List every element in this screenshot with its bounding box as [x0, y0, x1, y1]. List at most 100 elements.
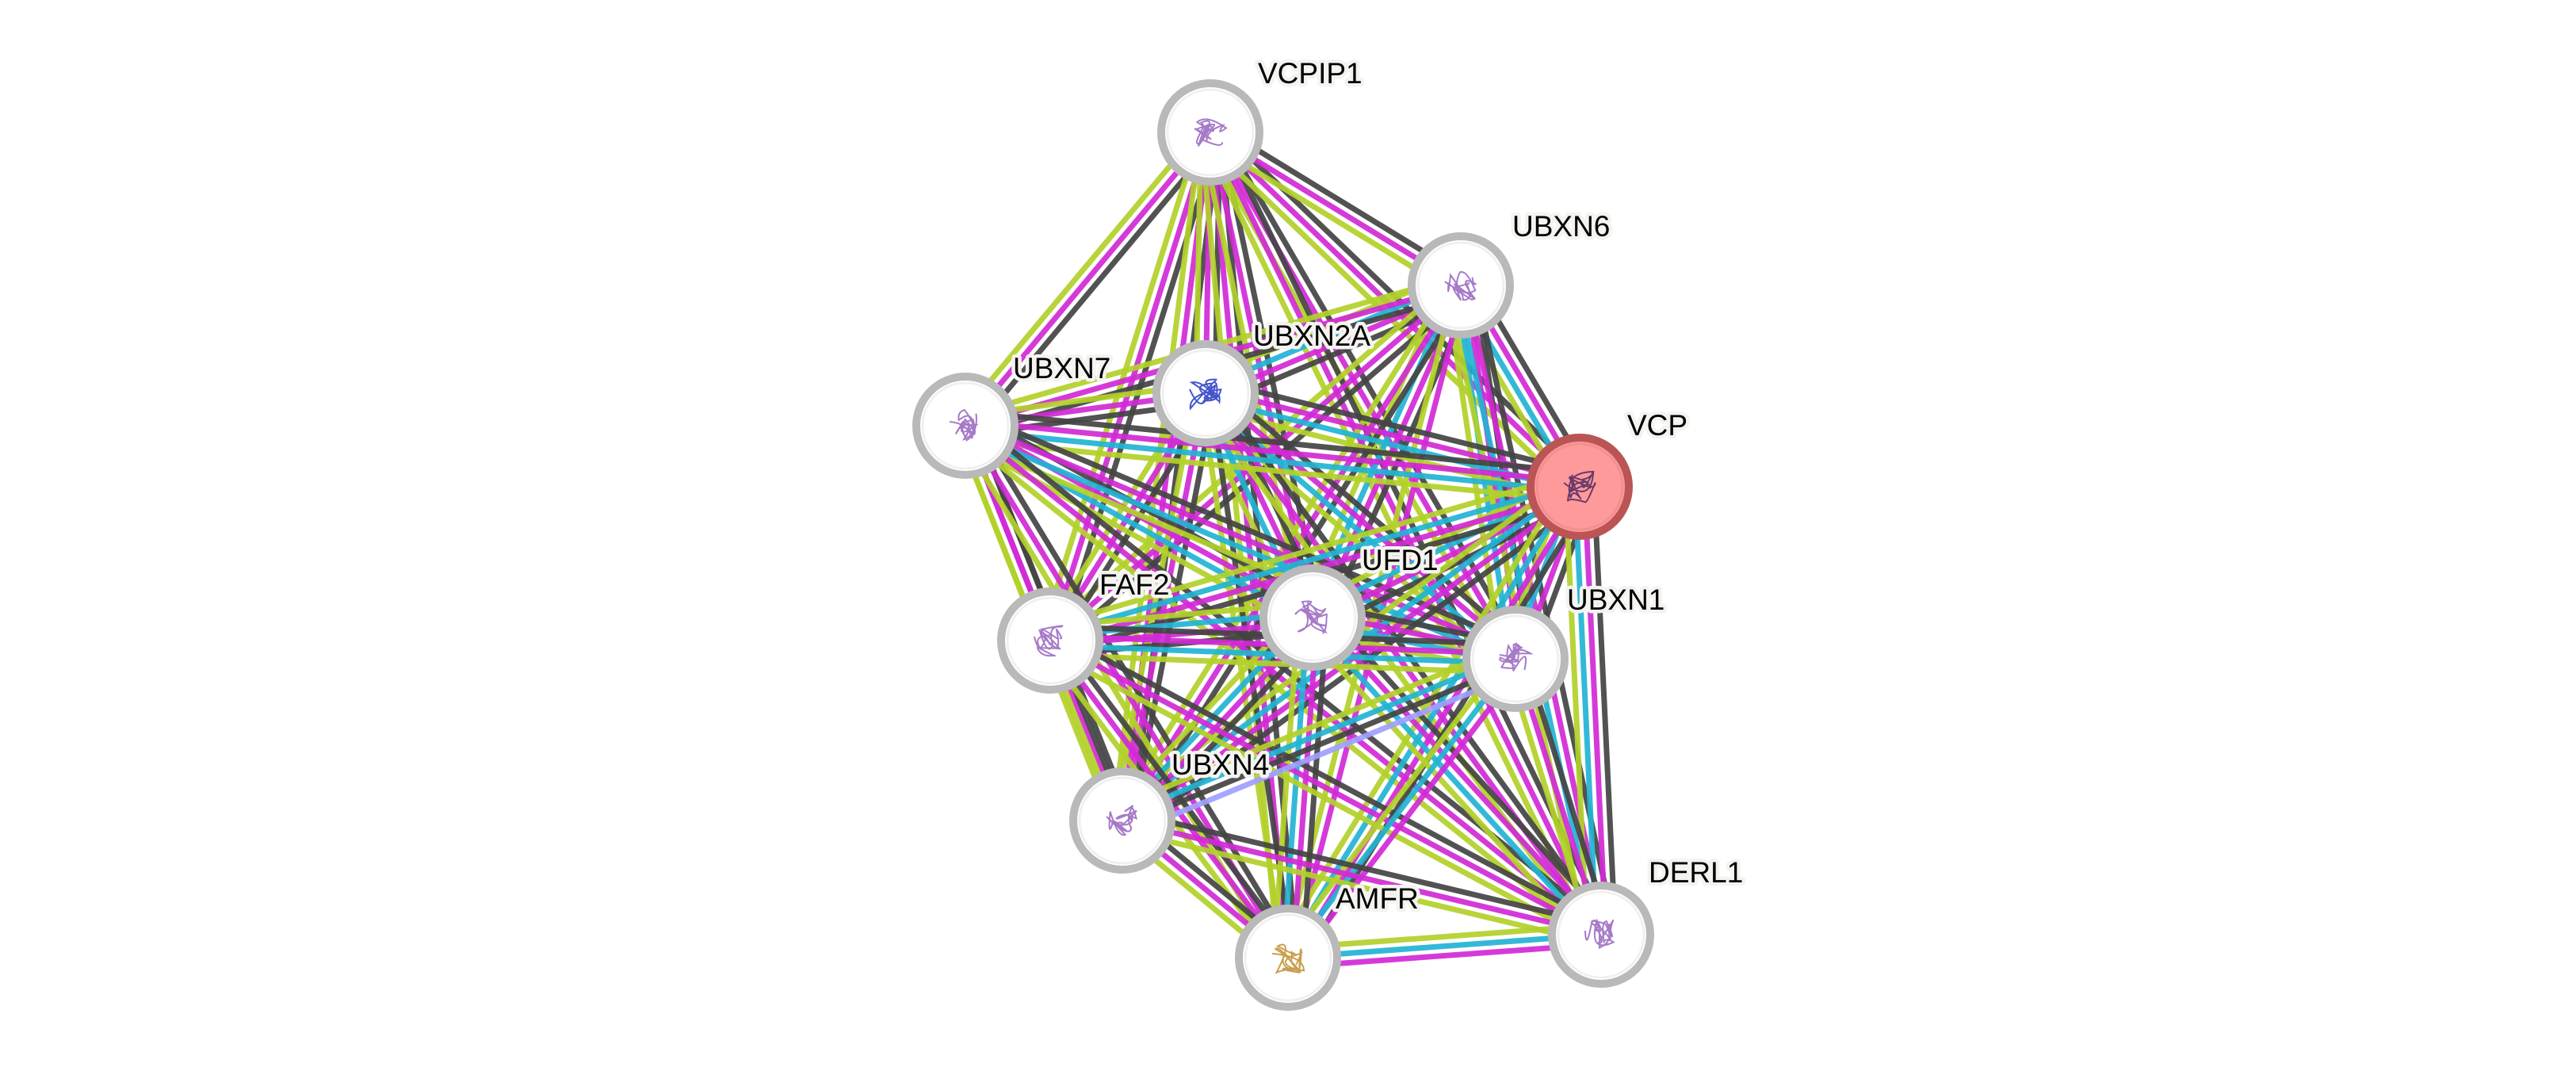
edge-channel-coexpression — [969, 410, 1523, 648]
edge-channel-experiments — [963, 130, 1213, 428]
node-label-vcpip1: VCPIP1 — [1258, 57, 1363, 90]
node-derl1[interactable] — [1548, 882, 1654, 988]
edge-channel-experiments — [1122, 817, 1602, 938]
node-circle[interactable] — [912, 373, 1019, 479]
edge-channel-databases — [965, 427, 1580, 495]
edge-channel-textmining — [1044, 646, 1598, 946]
node-circle[interactable] — [997, 587, 1103, 694]
node-inner-shade — [1244, 913, 1332, 1002]
node-faf2[interactable] — [997, 587, 1103, 694]
node-label-ubxn2a: UBXN2A — [1253, 319, 1370, 352]
node-ubxn1[interactable] — [1462, 606, 1569, 712]
node-label-ubxn7: UBXN7 — [1013, 352, 1110, 384]
node-inner-shade — [1268, 573, 1357, 662]
edge-channel-coexpression — [1591, 485, 1619, 935]
edge-channel-coexpression — [1053, 629, 1607, 929]
node-circle[interactable] — [1069, 767, 1175, 874]
edge-channel-coexpression — [1057, 134, 1222, 645]
edge-channel-experiments — [1581, 486, 1609, 935]
edge-channel-experiments — [1293, 663, 1526, 966]
edge-channel-databases — [1286, 656, 1518, 960]
edge-channel-textmining — [1119, 827, 1600, 947]
edge-faf2-derl1[interactable] — [1044, 629, 1607, 946]
edge-ubxn4-derl1[interactable] — [1119, 808, 1604, 947]
node-ubxn7[interactable] — [912, 373, 1019, 479]
edge-channel-coexpression — [970, 136, 1220, 434]
node-vcp[interactable] — [1527, 434, 1633, 540]
protein-structure-icon — [1271, 943, 1305, 974]
edge-vcpip1-ubxn7[interactable] — [956, 124, 1220, 434]
node-ubxn2a[interactable] — [1152, 340, 1259, 446]
edge-channel-databases — [1048, 479, 1580, 639]
node-inner-shade — [1078, 776, 1167, 865]
node-inner-shade — [1166, 88, 1255, 177]
protein-structure-icon — [1584, 918, 1615, 949]
edge-channel-databases — [1572, 487, 1599, 935]
protein-structure-icon — [1034, 625, 1064, 657]
edge-channel-textmining — [1562, 487, 1590, 936]
edge-channel-databases — [1281, 482, 1578, 957]
node-label-ubxn6: UBXN6 — [1512, 210, 1610, 243]
node-inner-shade — [1006, 596, 1095, 685]
edge-channel-experiments — [965, 418, 1580, 485]
edge-channel-textmining — [1115, 643, 1512, 810]
edge-channel-coexpression — [1320, 606, 1614, 928]
node-inner-shade — [1416, 241, 1505, 330]
edge-ubxn1-ubxn4[interactable] — [1115, 643, 1523, 836]
node-inner-shade — [1471, 614, 1560, 703]
edge-channel-experiments — [1049, 637, 1603, 938]
edge-vcp-derl1[interactable] — [1562, 485, 1619, 936]
edge-channel-coexpression — [1208, 377, 1584, 476]
node-amfr[interactable] — [1235, 905, 1341, 1011]
edge-channel-coexpression — [1122, 660, 1519, 828]
edge-ubxn1-amfr[interactable] — [1278, 651, 1526, 966]
node-label-ufd1: UFD1 — [1362, 544, 1439, 576]
edge-channel-experiments — [1290, 285, 1469, 960]
protein-structure-icon — [949, 408, 979, 442]
protein-structure-icon — [1106, 805, 1138, 836]
protein-structure-icon — [1194, 118, 1228, 147]
protein-structure-icon — [1499, 642, 1534, 672]
edges-layer — [954, 121, 1619, 970]
node-label-ubxn1: UBXN1 — [1567, 583, 1664, 616]
node-inner-shade — [1557, 890, 1645, 979]
edge-channel-databases — [1306, 618, 1600, 940]
node-ubxn6[interactable] — [1408, 232, 1514, 339]
edge-channel-coexpression — [1299, 618, 1330, 959]
node-label-derl1: DERL1 — [1649, 856, 1743, 889]
protein-structure-icon — [1189, 378, 1222, 411]
edge-channel-textmining — [1286, 922, 1601, 951]
node-ufd1[interactable] — [1259, 564, 1366, 671]
node-label-amfr: AMFR — [1336, 882, 1419, 915]
node-label-ubxn4: UBXN4 — [1171, 748, 1269, 781]
protein-structure-icon — [1294, 600, 1328, 634]
node-inner-shade — [1535, 442, 1624, 531]
edge-channel-textmining — [1271, 616, 1301, 957]
node-label-faf2: FAF2 — [1099, 568, 1169, 601]
edge-channel-textmining — [1049, 652, 1515, 676]
node-vcpip1[interactable] — [1157, 79, 1263, 186]
edge-channel-coexpression — [1123, 808, 1604, 928]
edge-channel-textmining — [1278, 651, 1511, 954]
edge-channel-databases — [1119, 652, 1515, 819]
node-inner-shade — [921, 381, 1010, 470]
protein-structure-icon — [1444, 270, 1477, 301]
edge-channel-experiments — [1206, 387, 1521, 658]
edge-channel-experiments — [1288, 941, 1603, 970]
edge-channel-textmining — [956, 124, 1206, 422]
edge-channel-databases — [1280, 617, 1311, 958]
edge-channel-coexpression — [1216, 126, 1527, 656]
node-circle[interactable] — [1548, 882, 1654, 988]
node-inner-shade — [1161, 349, 1250, 438]
node-label-vcp: VCP — [1627, 409, 1687, 442]
edge-channel-textmining — [1045, 470, 1577, 630]
edge-channel-coexpression — [1213, 380, 1527, 650]
protein-structure-icon — [1563, 470, 1596, 503]
node-ubxn4[interactable] — [1069, 767, 1175, 874]
edge-channel-coexpression — [966, 408, 1582, 476]
nodes-layer — [912, 79, 1654, 1011]
edge-channel-homology — [1126, 669, 1523, 836]
edge-channel-experiments — [963, 423, 1603, 937]
